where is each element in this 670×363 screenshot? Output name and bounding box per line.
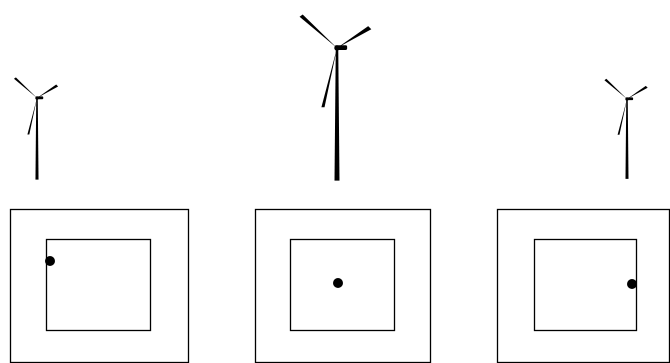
wind-turbine-icon [604, 79, 647, 179]
position-dot [627, 279, 637, 289]
wind-turbine-icon [300, 14, 372, 180]
outer-frame [498, 210, 670, 363]
position-dot [45, 256, 55, 266]
outer-frame [11, 210, 189, 363]
panel-center [256, 14, 431, 362]
panel-right [498, 79, 670, 363]
panel-left [11, 77, 189, 362]
wind-turbine-icon [14, 77, 58, 179]
inner-frame [535, 240, 637, 331]
outer-frame [256, 210, 431, 363]
inner-frame [47, 240, 151, 331]
position-dot [333, 278, 343, 288]
